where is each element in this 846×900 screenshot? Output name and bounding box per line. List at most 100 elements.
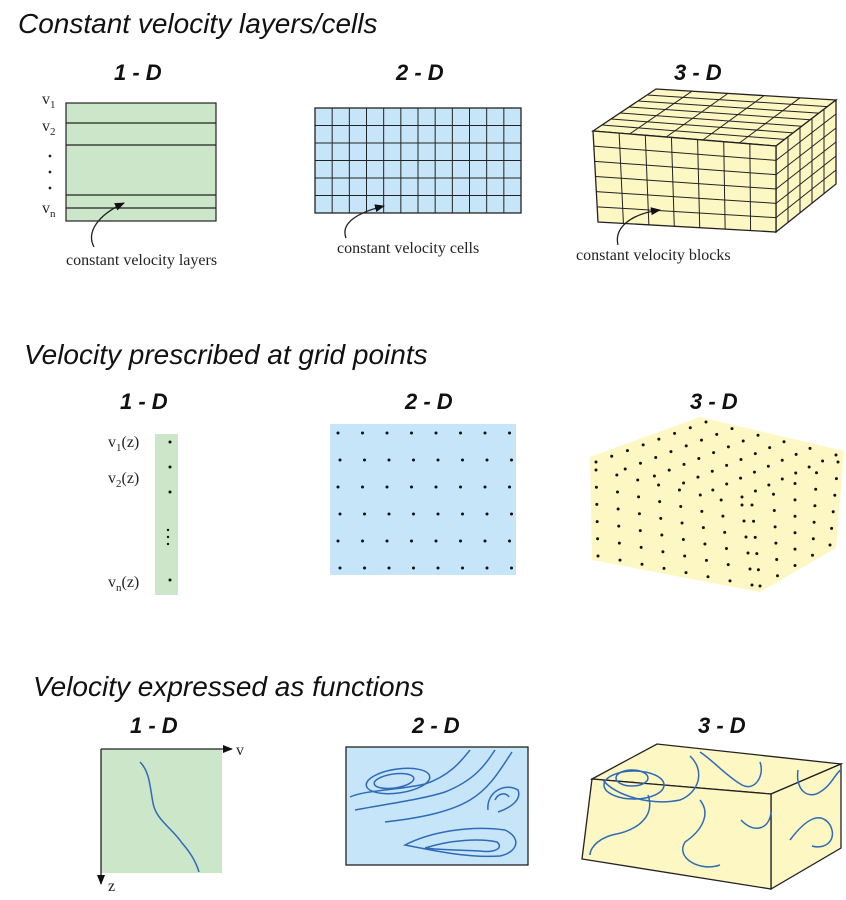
grid-point: [780, 458, 784, 462]
grid-point: [636, 478, 640, 482]
grid-point: [485, 512, 489, 516]
grid-point: [485, 458, 489, 462]
grid-point: [812, 520, 816, 524]
points-2d-panel: [330, 424, 516, 575]
grid-point: [385, 431, 389, 435]
grid-point: [706, 575, 710, 579]
grid-point: [595, 520, 599, 524]
grid-point: [387, 512, 391, 516]
grid-point: [750, 583, 754, 587]
grid-point: [483, 539, 487, 543]
grid-point: [336, 431, 340, 435]
grid-point: [361, 485, 364, 489]
grid-point: [808, 446, 812, 450]
section-1-dim-2d: 2 - D: [395, 60, 444, 85]
grid-point: [794, 452, 798, 456]
grid-point: [814, 487, 818, 491]
v2z-label: v2(z): [108, 470, 139, 490]
grid-point: [811, 537, 815, 541]
grid-point: [701, 526, 705, 530]
grid-point: [594, 485, 598, 489]
grid-point: [461, 512, 464, 516]
grid-point: [726, 563, 730, 567]
section-1-title: Constant velocity layers/cells: [18, 8, 377, 39]
layers-caption: constant velocity layers: [66, 252, 217, 269]
block-grid-line: [775, 169, 837, 219]
grid-point: [679, 505, 683, 509]
grid-point: [815, 471, 818, 475]
grid-point: [508, 485, 511, 489]
grid-point: [811, 553, 814, 557]
grid-point: [793, 564, 797, 567]
grid-point: [793, 514, 797, 518]
grid-point: [594, 468, 598, 472]
block-grid-line: [593, 145, 777, 161]
grid-point: [638, 529, 642, 533]
block-grid-line: [594, 160, 777, 176]
cells-arrow: [344, 204, 385, 239]
block-grid-line: [629, 90, 693, 135]
section-2-title: Velocity prescribed at grid points: [24, 339, 428, 370]
grid-point: [662, 566, 666, 570]
function-2d-panel: [345, 746, 529, 866]
grid-point: [704, 420, 708, 424]
grid-point: [807, 465, 811, 469]
grid-point: [704, 558, 708, 562]
grid-point: [595, 502, 599, 506]
grid-point: [363, 512, 366, 516]
cells-caption: constant velocity cells: [337, 240, 479, 257]
grid-point: [750, 503, 754, 507]
section-2-dim-3d: 3 - D: [690, 389, 738, 414]
grid-point: [510, 458, 513, 462]
block-grid-line: [610, 118, 794, 134]
block-grid-line: [619, 112, 802, 127]
grid-point: [739, 457, 743, 461]
grid-point: [723, 530, 727, 534]
grid-point: [767, 483, 771, 487]
grid-point: [510, 512, 513, 516]
grid-point: [828, 543, 832, 547]
grid-point: [772, 492, 775, 496]
block-grid-line: [595, 176, 777, 190]
grid-point: [697, 457, 701, 461]
grid-point: [459, 539, 462, 543]
grid-point: [741, 439, 745, 443]
grid-point: [753, 535, 757, 539]
grid-point: [725, 482, 729, 486]
grid-point: [657, 437, 661, 441]
grid-point: [336, 485, 340, 489]
grid-point: [410, 485, 413, 489]
grid-point: [412, 566, 415, 570]
grid-point: [830, 526, 834, 530]
grid-point: [637, 512, 641, 516]
layers-arrow: [90, 202, 125, 248]
v1-label: v1: [42, 91, 56, 111]
grid-point: [748, 567, 752, 571]
section-2-dim-2d: 2 - D: [404, 389, 453, 414]
blocks-caption: constant velocity blocks: [576, 247, 731, 264]
grid-point: [461, 458, 464, 462]
block-grid-line: [637, 100, 819, 114]
grid-point: [615, 490, 619, 494]
grid-point: [752, 519, 756, 523]
grid-point: [721, 514, 725, 518]
grid-point: [821, 459, 825, 463]
layers-1d-panel: [65, 102, 217, 222]
velocity-function-curve: [139, 761, 200, 873]
grid-point: [730, 427, 734, 431]
block-grid-line: [775, 141, 837, 190]
grid-point: [710, 469, 714, 473]
grid-point: [739, 476, 743, 480]
section-3-dim-1d: 1 - D: [130, 713, 178, 738]
grid-point: [434, 431, 438, 435]
grid-point: [758, 584, 762, 588]
grid-point: [436, 512, 440, 516]
function-3d-panel: [581, 743, 844, 891]
grid-point: [410, 539, 413, 543]
grid-point: [640, 562, 644, 566]
grid-point: [618, 558, 622, 562]
grid-point: [410, 431, 413, 435]
grid-point: [684, 571, 688, 575]
grid-point: [813, 504, 817, 508]
